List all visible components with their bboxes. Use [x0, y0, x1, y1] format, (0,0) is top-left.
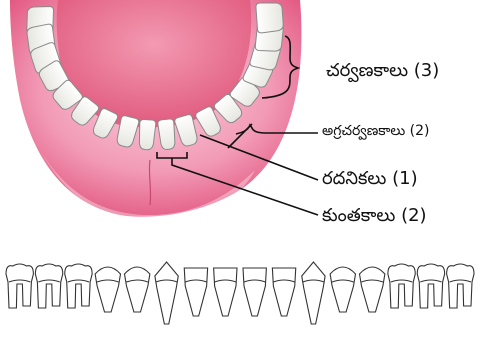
- label-premolars: అగ్రచర్వణకాలు (2): [322, 123, 429, 142]
- tooth-row: [6, 262, 474, 324]
- row-tooth: [330, 267, 355, 312]
- row-tooth: [447, 264, 474, 308]
- label-canines: కుంతకాలు (2): [322, 205, 427, 230]
- row-tooth: [155, 262, 178, 324]
- row-tooth: [388, 264, 415, 308]
- label-incisors: రదనికలు (1): [322, 168, 418, 193]
- row-tooth: [302, 262, 325, 324]
- arch-tooth: [256, 1, 284, 33]
- row-tooth: [6, 264, 33, 308]
- row-tooth: [243, 268, 266, 316]
- row-tooth: [95, 267, 120, 312]
- row-tooth: [272, 268, 295, 316]
- arch-tooth: [138, 119, 156, 150]
- row-tooth: [184, 268, 207, 316]
- label-molars: చర్వణకాలు (3): [326, 60, 439, 85]
- row-tooth: [35, 264, 62, 308]
- row-tooth: [125, 267, 150, 312]
- row-tooth: [214, 268, 237, 316]
- row-tooth: [417, 264, 444, 308]
- row-tooth: [65, 264, 92, 308]
- row-tooth: [360, 267, 385, 312]
